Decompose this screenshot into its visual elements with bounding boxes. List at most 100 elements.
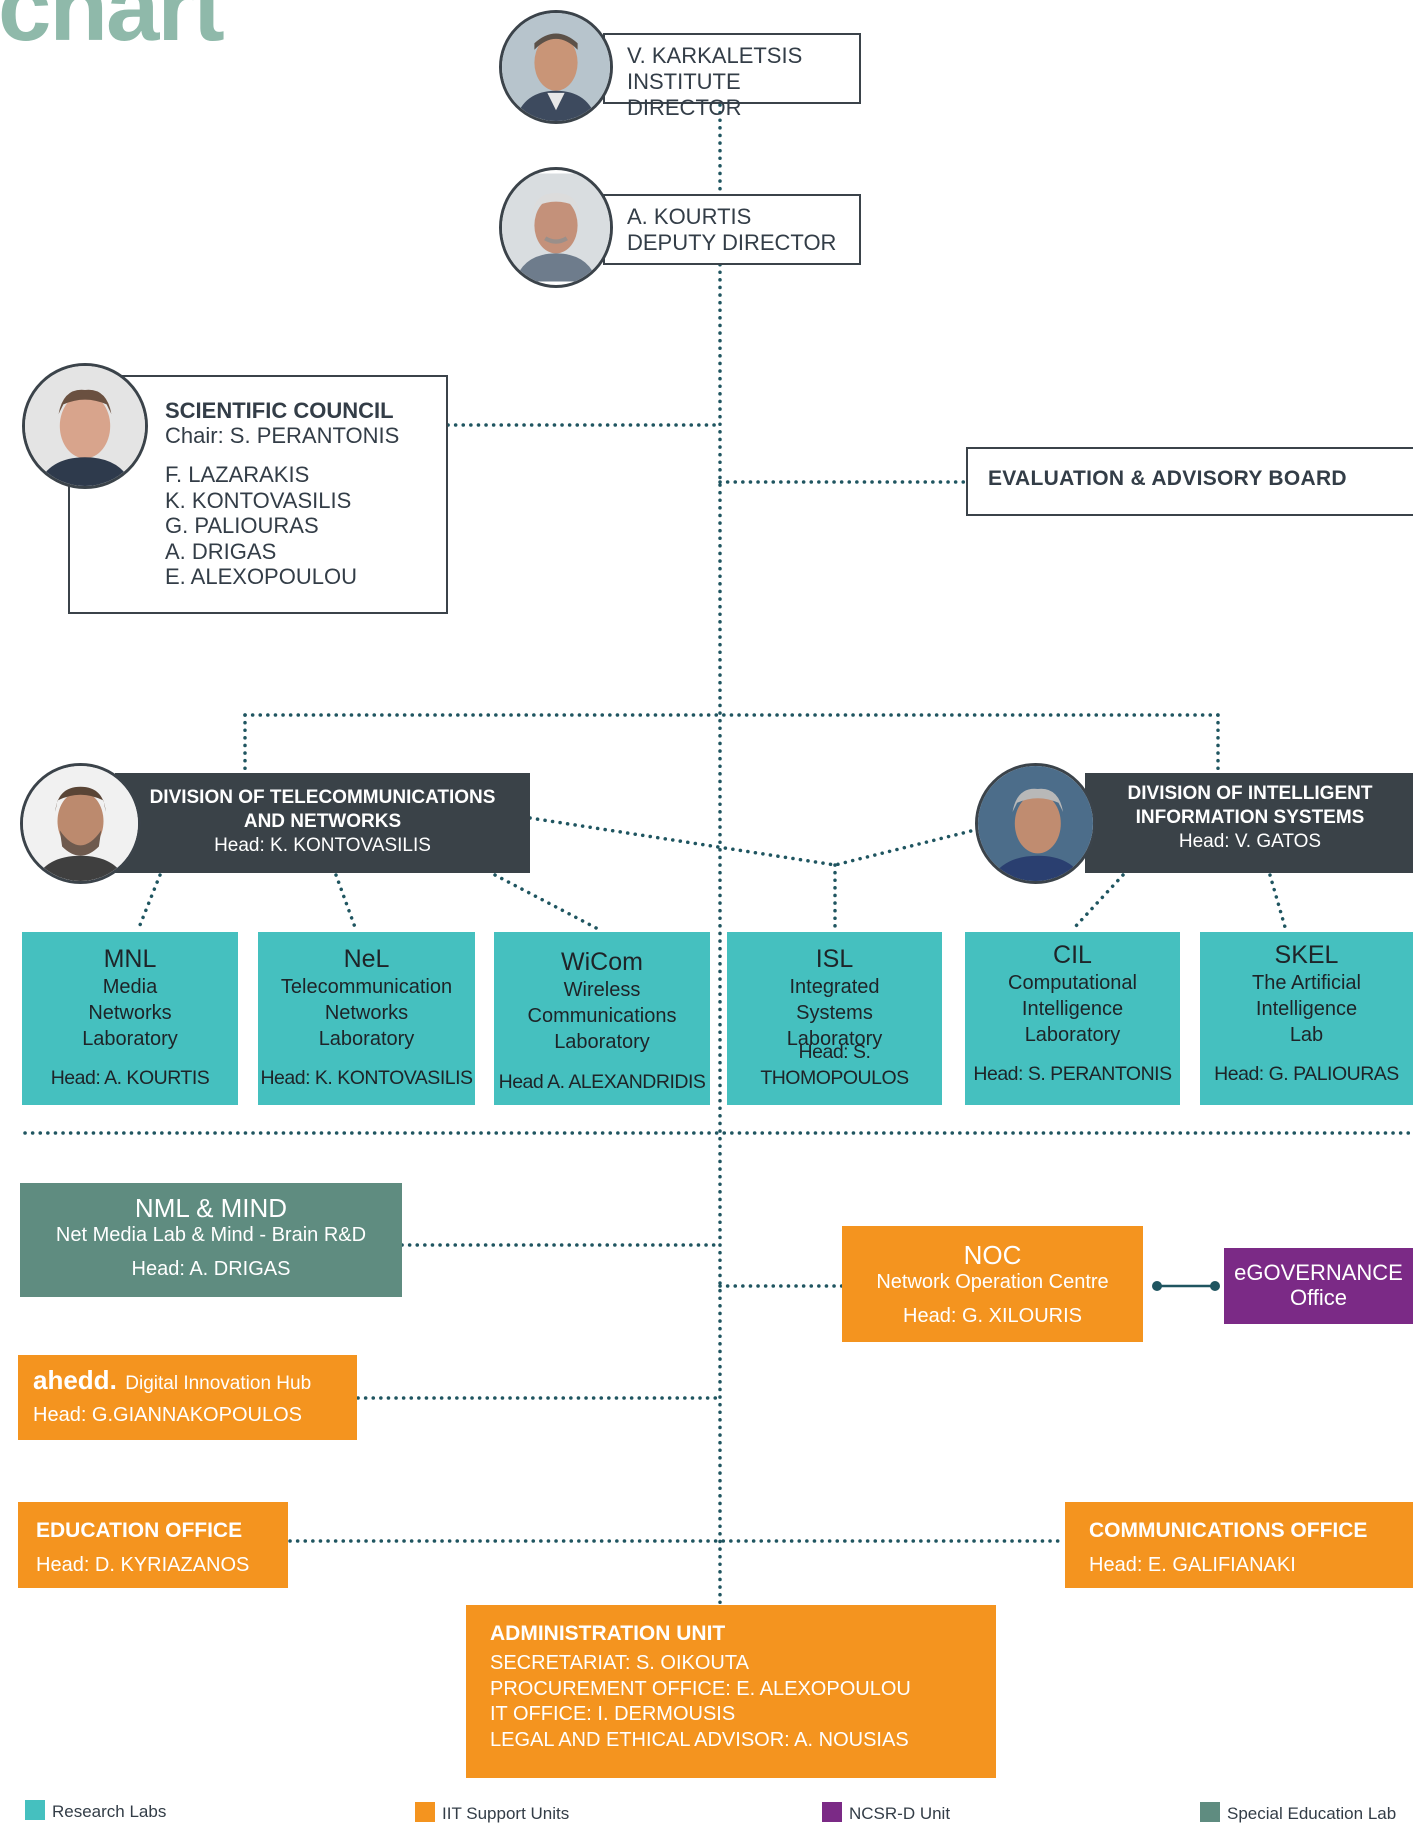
lab-head: Head: K. KONTOVASILIS (260, 1067, 473, 1089)
division-telecom-head-photo (20, 763, 141, 884)
division-intelligent-head-photo (975, 763, 1096, 884)
lab-name-line: Systems (796, 1002, 873, 1024)
division-intelligent-head: Head: V. GATOS (1178, 831, 1322, 852)
education-office-title: EDUCATION OFFICE (36, 1519, 243, 1542)
lab-card-cil: CIL Computational Intelligence Laborator… (965, 932, 1180, 1105)
legend-label: Special Education Lab (1227, 1804, 1397, 1823)
legend-swatch (822, 1802, 842, 1822)
legend-swatch (25, 1800, 45, 1820)
lab-head: Head A. ALEXANDRIDIS (498, 1071, 706, 1093)
communications-office-box: COMMUNICATIONS OFFICE Head: E. GALIFIANA… (1065, 1502, 1413, 1588)
legend-label: NCSR-D Unit (849, 1804, 951, 1823)
lab-code: SKEL (1274, 941, 1339, 969)
division-telecom-box: DIVISION OF TELECOMMUNICATIONS AND NETWO… (115, 773, 530, 873)
education-office-head: Head: D. KYRIAZANOS (36, 1554, 250, 1576)
lab-card-nel: NeL Telecommunication Networks Laborator… (258, 932, 475, 1105)
lab-code: MNL (103, 945, 157, 973)
division-intelligent-title-2: INFORMATION SYSTEMS (1135, 807, 1365, 828)
lab-card-mnl: MNL Media Networks Laboratory Head: A. K… (22, 932, 238, 1105)
lab-name-line: Laboratory (1024, 1024, 1121, 1046)
lab-head: Head: S. PERANTONIS (973, 1063, 1172, 1085)
council-member: F. LAZARAKIS (165, 462, 310, 487)
noc-box: NOC Network Operation Centre Head: G. XI… (842, 1226, 1143, 1342)
administration-unit-line: IT OFFICE: I. DERMOUSIS (490, 1703, 736, 1725)
lab-name-line: Lab (1289, 1024, 1324, 1046)
lab-card-isl: ISL Integrated Systems Laboratory Head: … (727, 932, 942, 1105)
administration-unit-box: ADMINISTRATION UNIT SECRETARIAT: S. OIKO… (466, 1605, 996, 1778)
division-telecom-head: Head: K. KONTOVASILIS (214, 835, 431, 856)
deputy-box: A. KOURTIS DEPUTY DIRECTOR (603, 194, 861, 265)
nml-mind-box: NML & MIND Net Media Lab & Mind - Brain … (20, 1183, 402, 1297)
administration-unit-title: ADMINISTRATION UNIT (490, 1622, 726, 1645)
lab-name-line: Computational (1008, 972, 1137, 994)
lab-name-line: Laboratory (786, 1028, 883, 1050)
nml-subtitle: Net Media Lab & Mind - Brain R&D (55, 1224, 367, 1246)
noc-head: Head: G. XILOURIS (903, 1305, 1082, 1327)
ahedd-box: ahedd. Digital Innovation Hub Head: G.GI… (18, 1355, 357, 1440)
administration-unit-line: PROCUREMENT OFFICE: E. ALEXOPOULOU (490, 1677, 911, 1700)
communications-office-head: Head: E. GALIFIANAKI (1089, 1554, 1296, 1576)
lab-name-line: Wireless (563, 979, 641, 1001)
lab-name-line: Integrated (789, 976, 880, 998)
division-telecom-title-2: AND NETWORKS (243, 811, 402, 832)
egov-title: eGOVERNANCE (1234, 1260, 1403, 1285)
council-member: K. KONTOVASILIS (165, 487, 352, 513)
lab-head: Head: A. KOURTIS (50, 1067, 210, 1089)
administration-unit-line: SECRETARIAT: S. OIKOUTA (490, 1652, 749, 1674)
lab-name-line: Networks (88, 1002, 172, 1024)
legend-swatch (415, 1802, 435, 1822)
deputy-photo (499, 167, 613, 288)
council-chair: Chair: S. PERANTONIS (165, 423, 400, 448)
egov-subtitle: Office (1289, 1285, 1348, 1310)
director-role: INSTITUTE DIRECTOR (627, 69, 742, 120)
council-chair-photo (22, 363, 148, 489)
lab-head: Head: G. PALIOURAS (1214, 1063, 1399, 1085)
lab-head: Head: S. THOMOPOULOS (760, 1041, 909, 1089)
noc-subtitle: Network Operation Centre (876, 1271, 1109, 1293)
nml-title: NML & MIND (134, 1193, 288, 1223)
council-member: A. DRIGAS (165, 538, 277, 564)
division-telecom-title: DIVISION OF TELECOMMUNICATIONS (149, 787, 496, 808)
lab-name-line: Media (102, 976, 158, 998)
lab-name-line: Networks (324, 1002, 409, 1024)
ahedd-logo: ahedd. (33, 1365, 117, 1395)
legend-ncsr-d-unit: NCSR-D Unit (822, 1802, 950, 1824)
council-title: SCIENTIFIC COUNCIL (165, 398, 394, 423)
lab-name-line: Telecommunication (280, 976, 453, 998)
lab-card-skel: SKEL The Artificial Intelligence Lab Hea… (1200, 932, 1413, 1105)
council-member: G. PALIOURAS (165, 513, 319, 538)
director-name: V. KARKALETSIS (627, 43, 803, 68)
administration-unit-line: LEGAL AND ETHICAL ADVISOR: A. NOUSIAS (490, 1728, 909, 1751)
egovernance-box: eGOVERNANCE Office (1224, 1248, 1413, 1324)
deputy-role: DEPUTY DIRECTOR (627, 230, 837, 255)
lab-code: WiCom (561, 948, 643, 976)
lab-code: CIL (1053, 941, 1092, 969)
division-intelligent-box: DIVISION OF INTELLIGENT INFORMATION SYST… (1085, 773, 1413, 873)
lab-code: ISL (815, 945, 854, 973)
lab-name-line: Laboratory (318, 1028, 415, 1050)
council-member: E. ALEXOPOULOU (165, 564, 357, 589)
communications-office-title: COMMUNICATIONS OFFICE (1089, 1519, 1368, 1542)
lab-card-wicom: WiCom Wireless Communications Laboratory… (494, 932, 710, 1105)
page-title-fragment: chart (0, 0, 225, 61)
ahedd-head: Head: G.GIANNAKOPOULOS (33, 1404, 302, 1426)
lab-name-line: Intelligence (1255, 998, 1358, 1020)
evaluation-board-title: EVALUATION & ADVISORY BOARD (988, 467, 1347, 490)
administration-unit-list: SECRETARIAT: S. OIKOUTA PROCUREMENT OFFI… (490, 1651, 996, 1753)
lab-name-line: The Artificial (1252, 972, 1361, 994)
legend-research-labs: Research Labs (25, 1800, 166, 1822)
legend-special-education-lab: Special Education Lab (1200, 1802, 1413, 1824)
division-intelligent-title: DIVISION OF INTELLIGENT (1127, 783, 1373, 804)
evaluation-board-box: EVALUATION & ADVISORY BOARD (966, 447, 1413, 516)
ahedd-subtitle: Digital Innovation Hub (125, 1373, 312, 1394)
lab-name-line: Laboratory (82, 1028, 178, 1050)
noc-title: NOC (963, 1240, 1022, 1270)
legend-swatch (1200, 1802, 1220, 1822)
director-box: V. KARKALETSIS INSTITUTE DIRECTOR (603, 33, 861, 120)
nml-head: Head: A. DRIGAS (131, 1258, 291, 1280)
director-photo (499, 10, 613, 124)
legend-label: Research Labs (52, 1802, 167, 1821)
legend-label: IIT Support Units (442, 1804, 570, 1823)
deputy-name: A. KOURTIS (627, 204, 752, 229)
lab-code: NeL (343, 945, 390, 973)
